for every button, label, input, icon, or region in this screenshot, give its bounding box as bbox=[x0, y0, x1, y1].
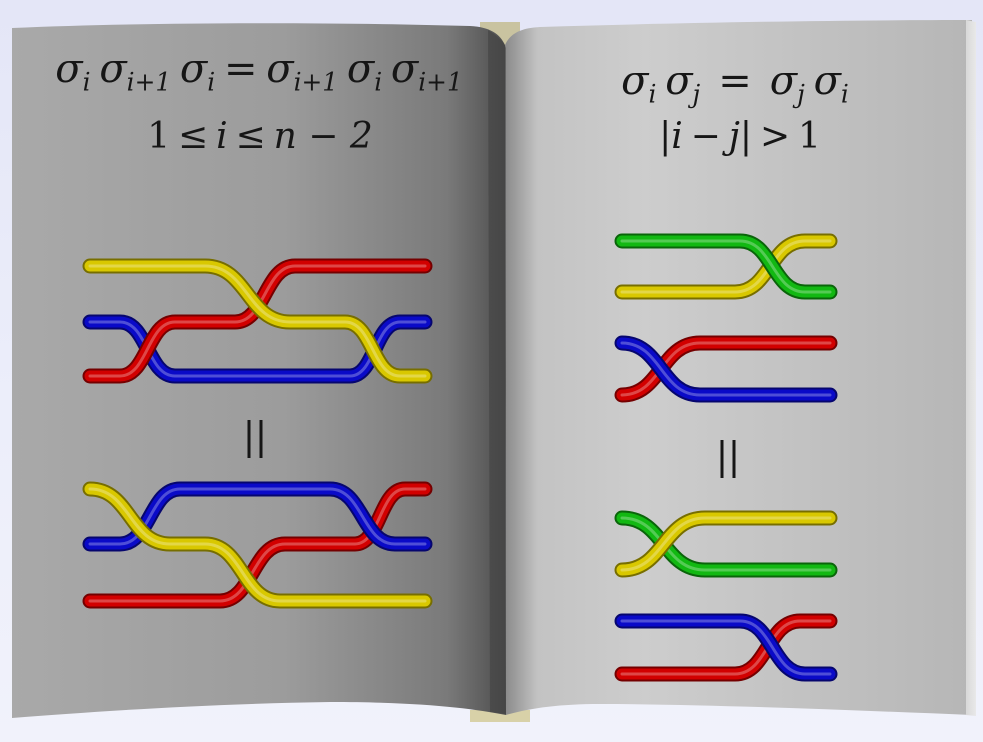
r-sigma-1: σ bbox=[621, 58, 649, 104]
sub-i-2: i bbox=[207, 67, 216, 97]
gutter-shadow bbox=[488, 30, 506, 714]
r-sub-j-1: j bbox=[692, 79, 701, 109]
sub-i-plus-1-a: i+1 bbox=[126, 67, 172, 97]
sigma-6: σ bbox=[390, 46, 419, 92]
strand-blue bbox=[88, 320, 427, 378]
strand-yellow bbox=[88, 264, 427, 378]
r-cond-j: j bbox=[728, 116, 740, 157]
r-sigma-2: σ bbox=[665, 58, 693, 104]
right-page-edge bbox=[966, 20, 976, 716]
strand-red bbox=[84, 260, 431, 382]
strand-green bbox=[620, 239, 832, 294]
strand-blue bbox=[620, 619, 832, 676]
sigma-3: σ bbox=[179, 46, 208, 92]
right-condition: |i−j|>1 bbox=[540, 116, 940, 157]
sigma-1: σ bbox=[55, 46, 83, 92]
book-cover-bottom bbox=[470, 710, 530, 722]
cond-leq-2: ≤ bbox=[235, 116, 266, 157]
strand-red bbox=[88, 264, 427, 378]
strand-yellow bbox=[88, 487, 427, 603]
strand-red bbox=[88, 487, 427, 603]
r-cond-gt: > bbox=[759, 116, 791, 157]
sigma-2: σ bbox=[99, 46, 127, 92]
r-cond-i: i bbox=[671, 116, 683, 157]
sub-i-plus-1-c: i+1 bbox=[418, 67, 463, 97]
strand-red bbox=[84, 483, 431, 607]
left-top-braid bbox=[82, 258, 433, 384]
left-condition: 1≤i≤n − 2 bbox=[40, 116, 480, 157]
strand-blue bbox=[84, 316, 431, 382]
strand-yellow bbox=[84, 260, 431, 382]
strand-blue bbox=[616, 337, 836, 401]
r-sub-j-2: j bbox=[797, 79, 805, 109]
strand-green bbox=[616, 235, 836, 298]
sub-i-1: i bbox=[82, 67, 91, 97]
cond-upper: n − 2 bbox=[273, 116, 373, 157]
abs-bar-left: | bbox=[659, 116, 672, 157]
strand-yellow bbox=[84, 483, 431, 607]
right-braid-green-yellow-top bbox=[614, 233, 838, 300]
sub-i-plus-1-b: i+1 bbox=[293, 67, 339, 97]
right-page bbox=[505, 20, 972, 715]
left-equals-mark bbox=[247, 420, 263, 458]
left-bottom-braid bbox=[82, 481, 433, 609]
right-braid-blue-red-bottom bbox=[614, 613, 838, 682]
equals-sign: = bbox=[223, 46, 258, 92]
strand-yellow bbox=[616, 512, 836, 576]
r-cond-minus: − bbox=[690, 116, 721, 157]
cond-leq-1: ≤ bbox=[178, 116, 209, 157]
r-cond-one: 1 bbox=[798, 116, 821, 157]
strand-blue bbox=[620, 341, 832, 397]
strand-yellow bbox=[620, 516, 832, 572]
cond-one: 1 bbox=[147, 116, 171, 157]
strand-blue bbox=[616, 615, 836, 680]
r-equals-sign: = bbox=[718, 58, 752, 104]
right-braid-blue-red-top bbox=[614, 335, 838, 478]
r-sub-i-1: i bbox=[648, 79, 657, 109]
sigma-4: σ bbox=[266, 46, 294, 92]
cond-i: i bbox=[216, 116, 228, 157]
r-sigma-4: σ bbox=[813, 58, 841, 104]
r-sigma-3: σ bbox=[769, 58, 798, 104]
r-sub-i-2: i bbox=[840, 79, 849, 109]
sub-i-3: i bbox=[374, 67, 383, 97]
abs-bar-right: | bbox=[739, 116, 753, 157]
sigma-5: σ bbox=[346, 46, 375, 92]
right-braid-green-yellow-bottom bbox=[614, 510, 838, 578]
